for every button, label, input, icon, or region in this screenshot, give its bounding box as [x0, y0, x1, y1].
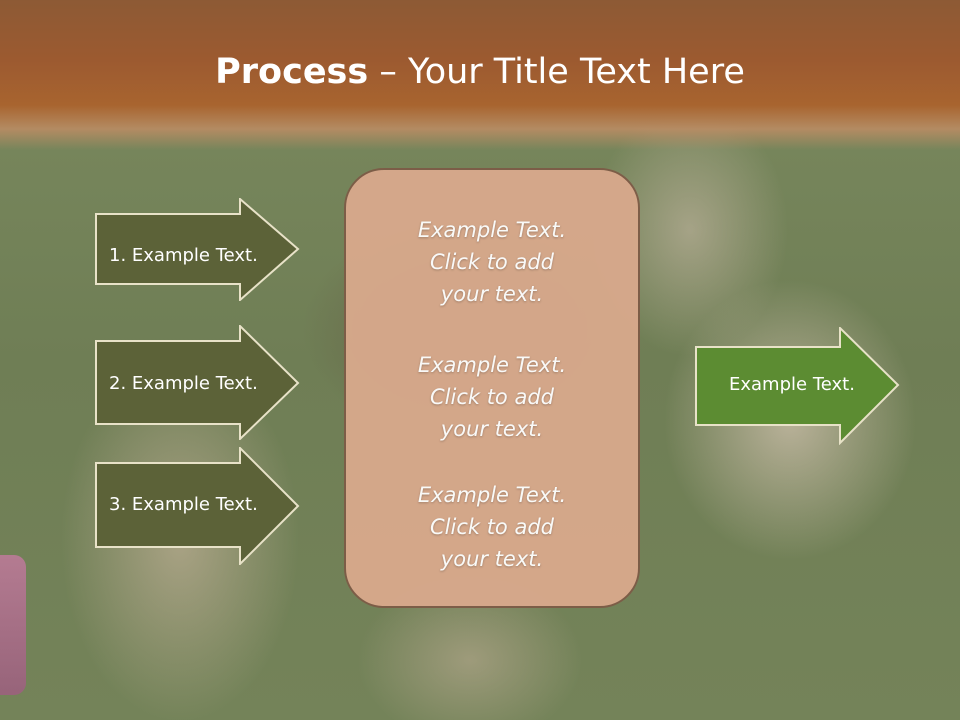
- center-text-block-1: Example Text. Click to add your text.: [346, 214, 638, 310]
- text-line: Example Text.: [417, 218, 567, 242]
- text-line: your text.: [440, 547, 544, 571]
- step-arrow-shape: [95, 325, 300, 440]
- step-arrow-1[interactable]: 1. Example Text.: [95, 198, 300, 301]
- result-arrow-shape: [695, 327, 900, 445]
- text-line: your text.: [440, 417, 544, 441]
- result-label: Example Text.: [729, 374, 855, 395]
- step-arrow-2[interactable]: 2. Example Text.: [95, 325, 300, 440]
- result-arrow[interactable]: Example Text.: [695, 327, 900, 445]
- text-line: Example Text.: [417, 353, 567, 377]
- title-bar: Process – Your Title Text Here: [0, 0, 960, 150]
- text-line: Example Text.: [417, 483, 567, 507]
- text-line: Click to add: [429, 385, 554, 409]
- step-arrow-shape: [95, 198, 300, 301]
- text-line: your text.: [440, 282, 544, 306]
- step-arrow-shape: [95, 447, 300, 565]
- center-text-box[interactable]: Example Text. Click to add your text. Ex…: [344, 168, 640, 608]
- text-line: Click to add: [429, 515, 554, 539]
- step-label: 1. Example Text.: [109, 245, 258, 266]
- text-line: Click to add: [429, 250, 554, 274]
- step-label: 3. Example Text.: [109, 494, 258, 515]
- title-rest: – Your Title Text Here: [368, 52, 745, 92]
- step-arrow-3[interactable]: 3. Example Text.: [95, 447, 300, 565]
- center-text-block-2: Example Text. Click to add your text.: [346, 349, 638, 445]
- center-text-block-3: Example Text. Click to add your text.: [346, 479, 638, 575]
- background-pink-sleeve: [0, 555, 26, 695]
- slide-title[interactable]: Process – Your Title Text Here: [0, 52, 960, 92]
- step-label: 2. Example Text.: [109, 373, 258, 394]
- title-bold: Process: [215, 52, 369, 92]
